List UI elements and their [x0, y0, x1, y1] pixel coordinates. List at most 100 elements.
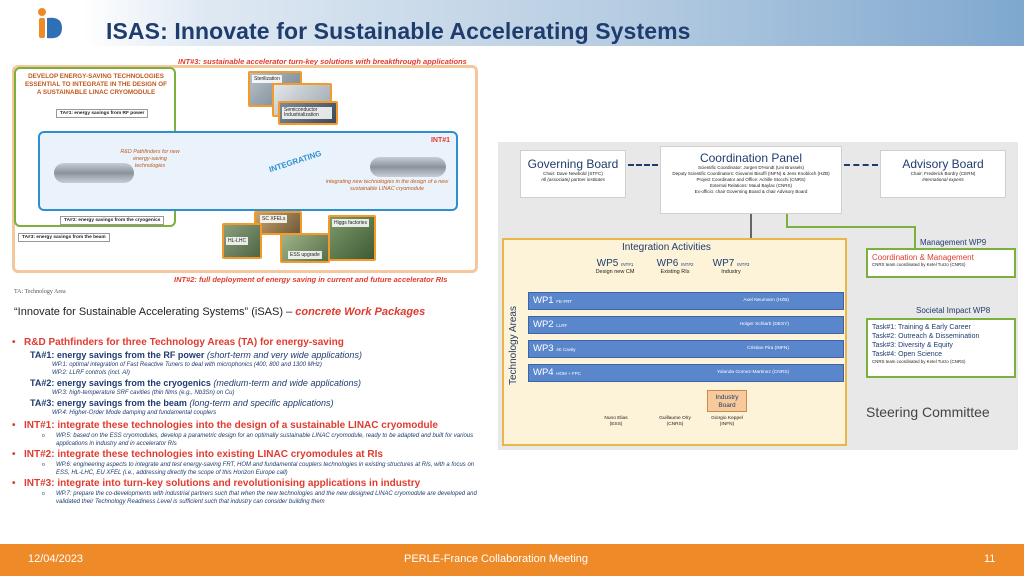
dashed-connector [844, 164, 878, 166]
photo-caption: ESS upgrade [288, 251, 322, 259]
photo-caption: Sterilization [252, 75, 282, 83]
header-bar: ISAS: Innovate for Sustainable Accelerat… [0, 0, 1024, 46]
list-item: TA#3: energy savings from the beam (long… [10, 397, 480, 409]
governing-board-members: All (associate) partner institutes [540, 177, 606, 182]
photo-caption: SC XFELs [260, 215, 288, 223]
wp7-tag: INT#3 [737, 262, 750, 267]
list-item: INT#1: integrate these technologies into… [10, 419, 480, 432]
list-item: WP.7: prepare the co-developments with i… [10, 490, 480, 506]
int1-label: INT#1 [430, 137, 450, 144]
wp2-leader: Holger Schlarb (DESY) [739, 322, 789, 327]
coordination-panel: Coordination Panel Scientific Coordinato… [660, 146, 842, 214]
ta3-label: TA#3: energy savings from the beam [18, 233, 110, 242]
wp-name: WP7 INT#3 [704, 258, 758, 269]
ta2-note: (medium-term and wide applications) [210, 378, 361, 388]
photo-hl-lhc: HL-LHC [222, 223, 262, 259]
advisory-board: Advisory Board Chair: Frederick Bordry (… [880, 150, 1006, 198]
heading-red: concrete Work Packages [295, 306, 426, 318]
wp7-label: WP7 [712, 258, 735, 269]
ta1-note: (short-term and very wide applications) [204, 350, 362, 360]
wp6-leader: Guillaume Olry (CNRS) [650, 416, 700, 428]
energy-saving-text: DEVELOP ENERGY-SAVING TECHNOLOGIES ESSEN… [24, 73, 168, 96]
societal-impact-heading: Societal Impact WP8 [916, 306, 991, 315]
wp1-label: WP1 [533, 295, 554, 306]
governing-board-chair: Chair: Dave Newbold (STFC) [543, 171, 603, 176]
photo-caption: Higgs factories [332, 219, 370, 227]
wp6-label: WP6 [656, 258, 679, 269]
photo-caption: HL-LHC [226, 237, 249, 245]
list-item: WP.6: engineering aspects to integrate a… [10, 461, 480, 477]
connector-line [914, 226, 916, 248]
footer-bar: 12/04/2023 PERLE-France Collaboration Me… [0, 544, 1024, 576]
list-item: R&D Pathfinders for three Technology Are… [10, 336, 480, 349]
cryomodule-right-shape [370, 157, 446, 177]
figure-frame [12, 65, 478, 273]
connector-line [750, 214, 752, 238]
coordination-line: Ex-officio: chair Governing Board & chai… [694, 189, 808, 194]
wp-name: WP1 FE-FRT [533, 295, 572, 306]
wp6-sub: Existing RIs [660, 269, 690, 275]
wp-name: WP5 INT#1 [588, 258, 642, 269]
footer-meeting: PERLE-France Collaboration Meeting [404, 553, 589, 565]
management-title: Coordination & Management [872, 253, 974, 262]
advisory-board-chair: Chair: Frederick Bordry (CERN) [910, 171, 976, 176]
wp4-tag: HOM + FPC [556, 371, 581, 376]
wp5-label: WP5 [596, 258, 619, 269]
wp5-tag: INT#1 [621, 262, 634, 267]
governing-board-title: Governing Board [527, 157, 619, 171]
connector-line [786, 226, 916, 228]
list-item: TA#1: energy savings from the RF power (… [10, 349, 480, 361]
leader-name: Guillaume Olry [659, 416, 691, 421]
leader-name: Nuno Elias [604, 416, 628, 421]
list-item: WP.3: high-temperature SRF cavities (thi… [52, 390, 235, 396]
societal-task: Task#1: Training & Early Career [872, 324, 971, 331]
industry-board: Industry Board [707, 390, 747, 412]
wp4-label: WP4 [533, 367, 554, 378]
work-package-list: R&D Pathfinders for three Technology Are… [10, 336, 480, 506]
wp7-leader: Giorgio Keppel (INFN) [704, 416, 750, 428]
list-item: WP.4: Higher-Order Mode damping and fund… [52, 410, 217, 416]
wp-name: WP4 HOM + FPC [533, 367, 581, 378]
wp1-row: WP1 FE-FRT Axel Neumann (HZB) [528, 292, 844, 310]
wp1-leader: Axel Neumann (HZB) [743, 298, 789, 303]
int2-banner: INT#2: full deployment of energy saving … [174, 275, 448, 284]
leader-inst: (ESS) [609, 422, 623, 427]
heading-plain: “Innovate for Sustainable Accelerating S… [14, 306, 296, 318]
cryomodule-box: INT#1 [38, 131, 458, 211]
management-sub: CNRS team coordinated by Ketel Turzo (CN… [872, 262, 966, 267]
wp5-column: WP5 INT#1 Design new CM [588, 258, 642, 286]
wp5-leader: Nuno Elias (ESS) [594, 416, 638, 428]
page-number: 11 [984, 553, 996, 565]
photo-higgs-factories: Higgs factories [328, 215, 376, 261]
connector-line [786, 214, 788, 228]
leader-name: Giorgio Keppel [711, 416, 743, 421]
ta2-bold: TA#2: energy savings from the cryogenics [30, 378, 211, 388]
advisory-board-members: International experts [922, 177, 964, 182]
ta2-label: TA#2: energy savings from the cryogenics [60, 216, 165, 225]
wp2-label: WP2 [533, 319, 554, 330]
coordination-line: Scientific Coordinator: Jorgen D'Hondt (… [698, 165, 804, 170]
ta1-bold: TA#1: energy savings from the RF power [30, 350, 205, 360]
wp3-tag: 4K Cavity [556, 347, 576, 352]
wp6-column: WP6 INT#2 Existing RIs [648, 258, 702, 286]
coordination-line: External Relations: Maud Baylac (CNRS) [709, 183, 793, 188]
governing-board: Governing Board Chair: Dave Newbold (STF… [520, 150, 626, 198]
societal-sub: CNRS team coordinated by Ketel Turzo (CN… [872, 359, 966, 364]
wp1-tag: FE-FRT [556, 299, 573, 304]
photo-semiconductor: Semiconductor Industrialization [278, 101, 338, 125]
ta1-label: TA#1: energy savings from RF power [56, 109, 149, 118]
societal-task: Task#4: Open Science [872, 351, 943, 358]
int3-banner: INT#3: sustainable accelerator turn-key … [178, 57, 467, 66]
ta3-note: (long-term and specific applications) [186, 398, 334, 408]
coordination-line: Deputy Scientific Coordinators: Giovanni… [672, 171, 830, 176]
wp3-label: WP3 [533, 343, 554, 354]
ta3-bold: TA#3: energy savings from the beam [30, 398, 187, 408]
wp2-tag: LLRF [556, 323, 568, 328]
wp3-row: WP3 4K Cavity Cristian Pira (INFN) [528, 340, 844, 358]
leader-inst: (INFN) [719, 422, 735, 427]
list-item: WP.2: LLRF controls (incl. AI) [52, 370, 130, 376]
coordination-panel-title: Coordination Panel [699, 151, 803, 165]
societal-task: Task#3: Diversity & Equity [872, 342, 953, 349]
wp7-sub: Industry [721, 269, 741, 275]
management-wp9-heading: Management WP9 [920, 238, 987, 247]
